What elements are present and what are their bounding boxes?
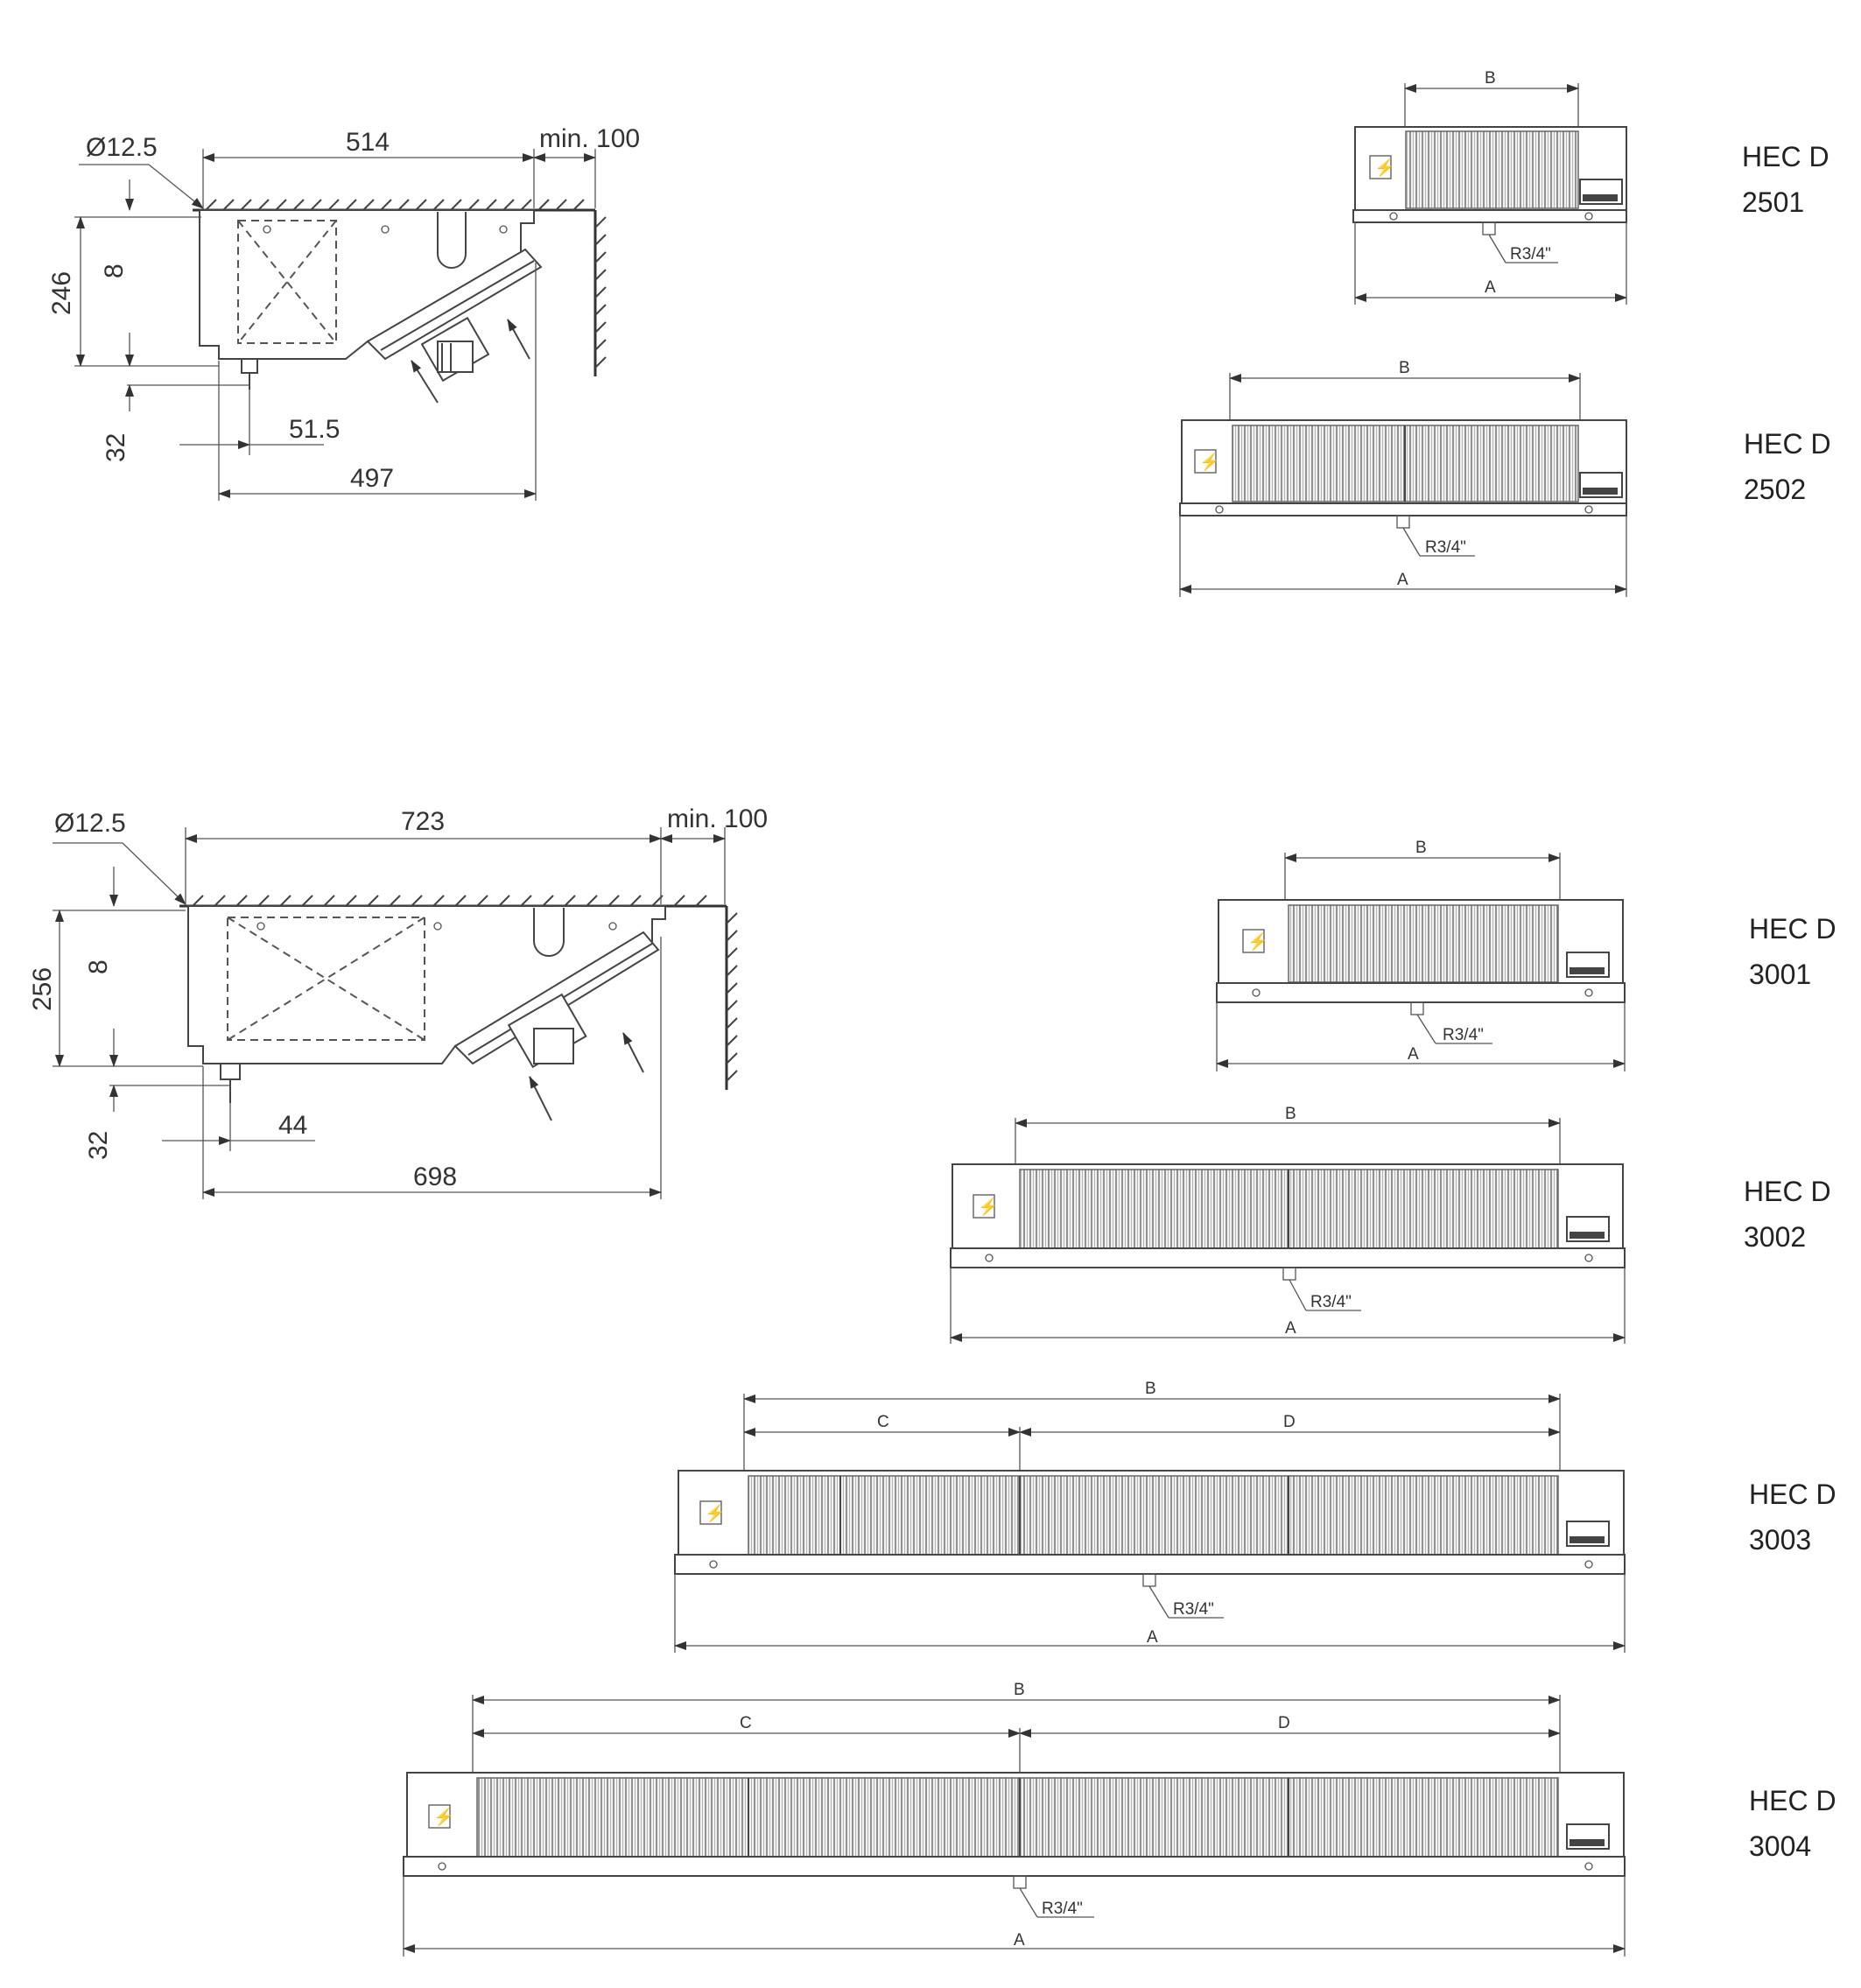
- top-offset-label: 8: [100, 263, 129, 278]
- drain-offset-label: 44: [278, 1111, 307, 1140]
- thread-label: R3/4": [1310, 1293, 1352, 1311]
- model-code: 2502: [1744, 474, 1806, 505]
- dimension-a-label: A: [1285, 1319, 1296, 1338]
- side-section-top: Ø12.5 514 min. 100 246 8 32 51.5 497: [47, 124, 640, 501]
- model-code: 3003: [1749, 1524, 1811, 1556]
- model-series: HEC D: [1742, 141, 1829, 172]
- front-view-2502: B ⚡ R3/4" A HEC D 2502: [1179, 359, 1831, 597]
- side-section-bottom: Ø12.5 723 min. 100 256 8 32 44 698: [28, 804, 768, 1199]
- dimension-b-label: B: [1285, 1105, 1296, 1123]
- ceiling-hatch: [205, 199, 585, 211]
- base-width-label: 698: [413, 1163, 457, 1191]
- dimension-a-label: A: [1485, 278, 1496, 297]
- dimension-b-label: B: [1415, 839, 1427, 857]
- hole-diameter-label: Ø12.5: [54, 809, 126, 838]
- dimension-c-label: C: [877, 1413, 889, 1431]
- base-width-label: 497: [350, 464, 394, 493]
- model-series: HEC D: [1749, 913, 1836, 945]
- dimension-a-label: A: [1408, 1045, 1419, 1064]
- model-code: 3001: [1749, 959, 1811, 990]
- model-code: 2501: [1742, 186, 1804, 218]
- wall-hatch: [726, 912, 738, 1082]
- electrical-symbol-icon: ⚡: [705, 1503, 726, 1523]
- ceiling-hatch: [192, 895, 707, 907]
- dimension-d-label: D: [1278, 1714, 1290, 1732]
- width-label: 514: [346, 128, 390, 157]
- wall-hatch: [594, 216, 607, 369]
- electrical-symbol-icon: ⚡: [1247, 931, 1268, 952]
- dimension-a-label: A: [1147, 1628, 1158, 1647]
- electrical-symbol-icon: ⚡: [1374, 158, 1395, 178]
- thread-label: R3/4": [1443, 1026, 1484, 1044]
- dimension-b-label: B: [1145, 1380, 1156, 1398]
- width-label: 723: [401, 807, 445, 836]
- hole-diameter-label: Ø12.5: [86, 133, 158, 162]
- front-view-3003: B C D ⚡ R3/4" A HEC D 3003: [674, 1380, 1836, 1653]
- dimension-a-label: A: [1014, 1931, 1025, 1949]
- model-code: 3002: [1744, 1221, 1806, 1253]
- thread-label: R3/4": [1173, 1600, 1214, 1619]
- dimension-d-label: D: [1283, 1413, 1296, 1431]
- electrical-symbol-icon: ⚡: [978, 1197, 999, 1217]
- model-series: HEC D: [1749, 1479, 1836, 1510]
- electrical-symbol-icon: ⚡: [433, 1807, 454, 1827]
- dimension-b-label: B: [1485, 69, 1496, 88]
- front-view-3004: B C D ⚡ R3/4" A HEC D 3004: [403, 1681, 1836, 1956]
- drain-height-label: 32: [102, 433, 130, 462]
- dimension-b-label: B: [1014, 1681, 1025, 1699]
- drain-offset-label: 51.5: [289, 415, 340, 444]
- top-offset-label: 8: [84, 959, 113, 974]
- front-view-3002: B ⚡ R3/4" A HEC D 3002: [950, 1105, 1831, 1344]
- height-label: 256: [28, 967, 57, 1011]
- height-label: 246: [47, 271, 76, 315]
- front-view-2501: B ⚡ R3/4" A HEC D 2501: [1352, 69, 1829, 305]
- dimension-b-label: B: [1399, 359, 1410, 377]
- drain-height-label: 32: [84, 1131, 113, 1160]
- clearance-label: min. 100: [539, 124, 640, 153]
- model-series: HEC D: [1744, 1176, 1831, 1207]
- thread-label: R3/4": [1042, 1900, 1083, 1918]
- electrical-symbol-icon: ⚡: [1199, 452, 1220, 472]
- model-series: HEC D: [1744, 428, 1831, 460]
- model-code: 3004: [1749, 1830, 1811, 1862]
- front-view-3001: B ⚡ R3/4" A HEC D 3001: [1216, 839, 1836, 1071]
- thread-label: R3/4": [1510, 245, 1551, 263]
- clearance-label: min. 100: [667, 804, 768, 833]
- model-series: HEC D: [1749, 1785, 1836, 1816]
- dimension-c-label: C: [740, 1714, 752, 1732]
- thread-label: R3/4": [1425, 538, 1466, 557]
- dimension-a-label: A: [1397, 571, 1408, 589]
